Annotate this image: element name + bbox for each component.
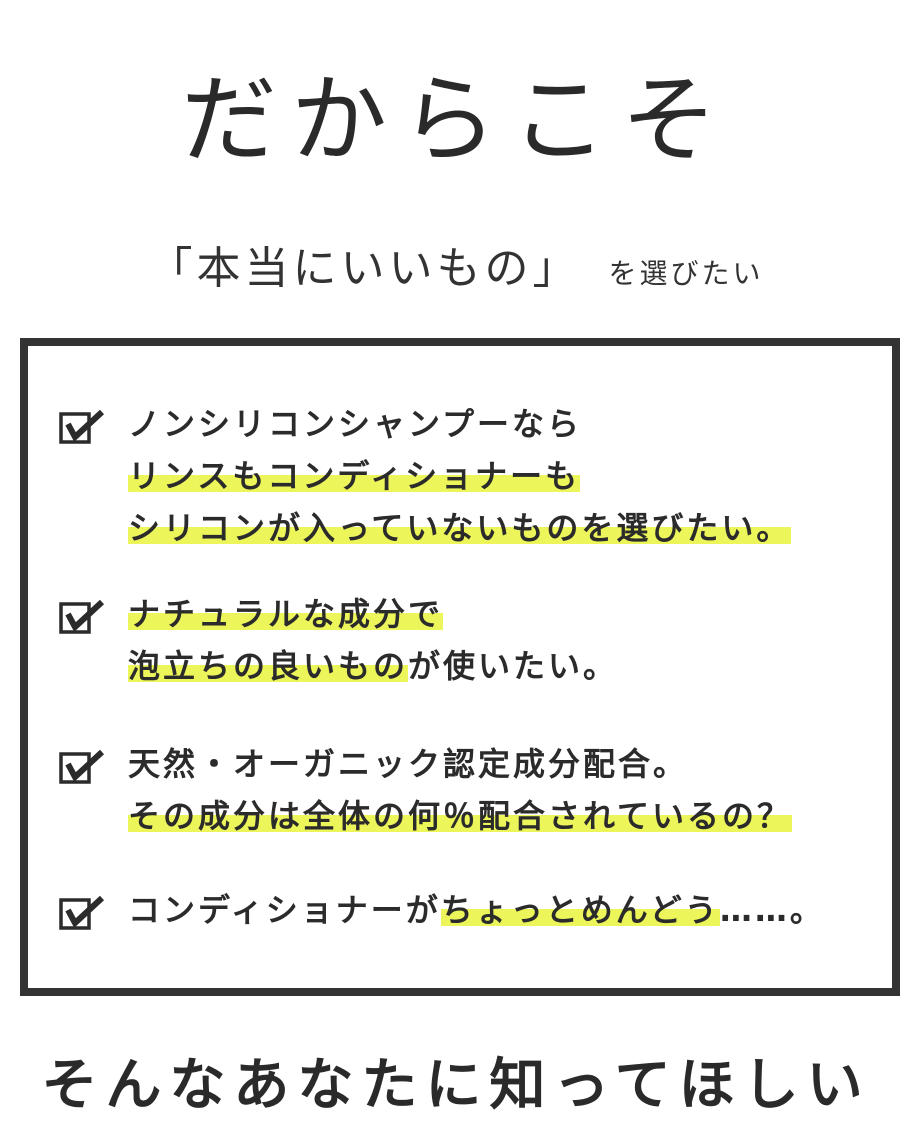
item-4-line-1: コンディショナーがちょっとめんどう……。 bbox=[58, 884, 825, 936]
item-1-line-3: シリコンが入っていないものを選びたい。 bbox=[58, 502, 792, 554]
text-segment: が使いたい。 bbox=[408, 647, 619, 685]
item-3-line-2: その成分は全体の何％配合されているの？ bbox=[58, 790, 793, 842]
footer-message: そんなあなたに知ってほしい bbox=[41, 1053, 871, 1118]
item-2-line-2: 泡立ちの良いものが使いたい。 bbox=[58, 640, 618, 692]
subtitle-suffix: を選びたい bbox=[608, 257, 764, 290]
text-segment: ……。 bbox=[719, 891, 825, 929]
checklist-item-3: 天然・オーガニック認定成分配合。 その成分は全体の何％配合されているの？ bbox=[58, 738, 793, 842]
text-segment: 天然・オーガニック認定成分配合。 bbox=[128, 745, 689, 783]
text-segment: ノンシリコンシャンプーなら bbox=[128, 405, 583, 443]
checklist-box: ノンシリコンシャンプーなら リンスもコンディショナーも シリコンが入っていないも… bbox=[20, 338, 900, 996]
highlighted-text: その成分は全体の何％配合されているの？ bbox=[128, 797, 793, 835]
text-segment: コンディショナーが bbox=[128, 891, 441, 929]
checklist-item-2: ナチュラルな成分で 泡立ちの良いものが使いたい。 bbox=[58, 588, 618, 692]
checklist-item-4: コンディショナーがちょっとめんどう……。 bbox=[58, 884, 825, 936]
checkmark-icon bbox=[59, 409, 105, 444]
highlighted-text: リンスもコンディショナーも bbox=[128, 457, 581, 495]
checkmark-icon bbox=[59, 599, 105, 634]
item-1-line-1: ノンシリコンシャンプーなら bbox=[58, 398, 791, 450]
highlighted-text: ちょっとめんどう bbox=[440, 891, 720, 929]
subtitle: 「本当にいいもの」を選びたい bbox=[0, 232, 912, 296]
highlighted-text: 泡立ちの良いもの bbox=[128, 647, 409, 685]
page-title: だからこそ bbox=[181, 64, 731, 176]
item-1-line-2: リンスもコンディショナーも bbox=[58, 450, 791, 502]
subtitle-main: 「本当にいいもの」 bbox=[148, 243, 581, 294]
checkmark-icon bbox=[59, 749, 105, 784]
checklist-item-1: ノンシリコンシャンプーなら リンスもコンディショナーも シリコンが入っていないも… bbox=[58, 398, 792, 554]
item-2-line-1: ナチュラルな成分で bbox=[58, 588, 618, 640]
item-3-line-1: 天然・オーガニック認定成分配合。 bbox=[58, 738, 792, 790]
highlighted-text: ナチュラルな成分で bbox=[128, 595, 444, 633]
checkmark-icon bbox=[59, 895, 105, 930]
highlighted-text: シリコンが入っていないものを選びたい。 bbox=[128, 509, 792, 547]
